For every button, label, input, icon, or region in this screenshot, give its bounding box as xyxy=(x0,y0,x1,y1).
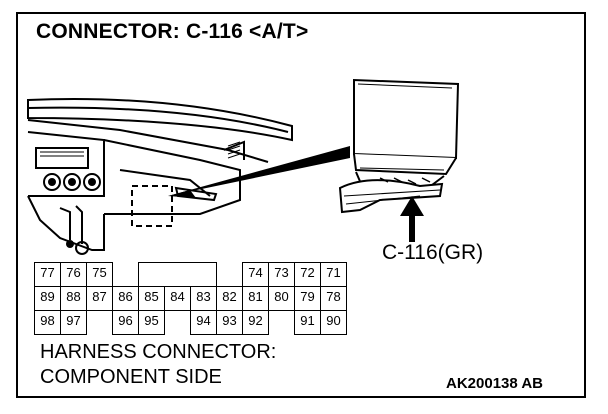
connector-callout-label: C-116(GR) xyxy=(382,241,484,264)
reference-code: AK200138 AB xyxy=(446,375,543,392)
connector-pin: 91 xyxy=(294,310,321,335)
connector-pin: 94 xyxy=(190,310,217,335)
connector-pin: 81 xyxy=(242,286,269,311)
connector-pin: 79 xyxy=(294,286,321,311)
connector-pin: 87 xyxy=(86,286,113,311)
connector-key xyxy=(138,262,217,287)
connector-pin: 82 xyxy=(216,286,243,311)
diagram-title: CONNECTOR: C-116 <A/T> xyxy=(36,20,309,43)
ecu-module-illustration xyxy=(338,78,460,214)
diagram-frame xyxy=(16,12,586,398)
connector-pin: 84 xyxy=(164,286,191,311)
location-wedge xyxy=(168,146,350,196)
connector-pin: 77 xyxy=(34,262,61,287)
connector-pin: 88 xyxy=(60,286,87,311)
connector-pin: 73 xyxy=(268,262,295,287)
dashboard-illustration xyxy=(27,98,293,255)
connector-pin: 89 xyxy=(34,286,61,311)
footer-line-2: COMPONENT SIDE xyxy=(40,366,222,388)
connector-pin: 74 xyxy=(242,262,269,287)
connector-pin: 97 xyxy=(60,310,87,335)
connector-pin: 86 xyxy=(112,286,139,311)
connector-pin: 71 xyxy=(320,262,347,287)
pointer-arrow-icon xyxy=(400,196,424,242)
connector-pin: 76 xyxy=(60,262,87,287)
connector-pin: 92 xyxy=(242,310,269,335)
connector-pin: 85 xyxy=(138,286,165,311)
footer-line-1: HARNESS CONNECTOR: xyxy=(40,341,277,363)
connector-pin: 90 xyxy=(320,310,347,335)
connector-pin: 72 xyxy=(294,262,321,287)
connector-pin: 98 xyxy=(34,310,61,335)
connector-pin: 93 xyxy=(216,310,243,335)
connector-pin: 96 xyxy=(112,310,139,335)
connector-pin: 83 xyxy=(190,286,217,311)
connector-pin: 95 xyxy=(138,310,165,335)
connector-pin: 78 xyxy=(320,286,347,311)
connector-pin: 75 xyxy=(86,262,113,287)
connector-pin: 80 xyxy=(268,286,295,311)
